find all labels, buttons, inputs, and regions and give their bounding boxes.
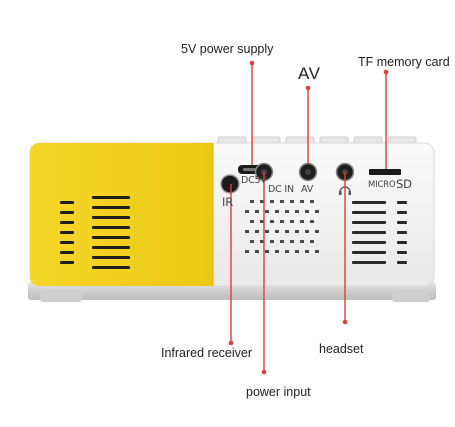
ir-receiver	[220, 174, 240, 194]
yellow-vents	[60, 196, 130, 269]
callout-av: AV	[298, 64, 321, 83]
leader-lines	[230, 63, 387, 372]
callout-power-input: power input	[246, 385, 311, 399]
callout-headset: headset	[319, 342, 364, 356]
port-label-dc5v: DC5V	[241, 175, 267, 186]
callout-infrared: Infrared receiver	[161, 346, 253, 360]
right-vents	[352, 201, 407, 264]
left-foot	[40, 292, 82, 302]
av-port[interactable]	[298, 162, 318, 182]
port-label-ir: IR	[222, 195, 233, 209]
port-label-sd: SD	[396, 177, 412, 191]
projector-body-yellow	[30, 143, 213, 286]
port-label-micro: MICRO	[368, 180, 396, 190]
callout-tf-card: TF memory card	[358, 55, 450, 69]
port-label-dc-in: DC IN	[268, 184, 294, 195]
speaker-grille	[245, 200, 319, 253]
tf-card-slot[interactable]	[369, 169, 401, 175]
callout-power-supply: 5V power supply	[181, 42, 274, 56]
right-foot	[392, 292, 430, 302]
port-label-av: AV	[301, 184, 313, 195]
leader-dots	[228, 60, 389, 375]
